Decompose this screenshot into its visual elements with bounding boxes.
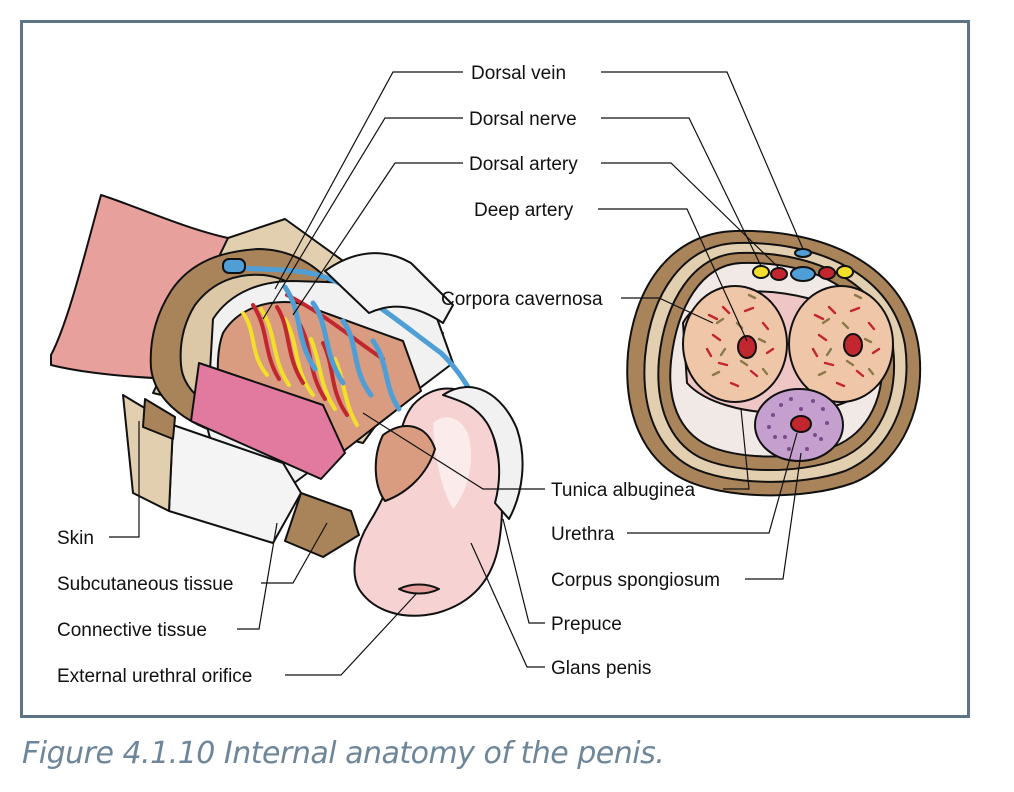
cs-dorsal-artery-right (818, 266, 836, 280)
lead-connective (237, 522, 278, 630)
texture-r1 (811, 305, 881, 388)
lead-dorsal-artery (292, 162, 780, 316)
labels: Dorsal vein Dorsal nerve Dorsal artery D… (57, 63, 720, 687)
lead-glans-penis (470, 542, 545, 668)
glans-ridge (374, 425, 436, 502)
lead-corpus-spongiosum (745, 452, 802, 580)
dot (821, 407, 825, 411)
dot (783, 435, 787, 439)
label-tunica-albuginea: Tunica albuginea (551, 480, 695, 501)
vein-branch-2 (310, 300, 346, 386)
lead-deep-artery (598, 208, 748, 342)
lead-prepuce (502, 518, 545, 624)
prepuce-fold (442, 386, 524, 520)
nerve-1 (241, 311, 269, 377)
label-urethra: Urethra (551, 524, 615, 545)
lead-urethra (627, 432, 798, 534)
lead-dorsal-vein (274, 71, 804, 290)
dot (773, 435, 777, 439)
skin-layer (50, 194, 276, 380)
artery-1 (251, 303, 281, 381)
lead-tunica-albuginea (362, 408, 750, 490)
lead-dorsal-nerve (262, 117, 762, 320)
lead-skin (109, 421, 140, 538)
lead-orifice (285, 592, 418, 676)
label-external-urethral-orifice: External urethral orifice (57, 666, 252, 687)
cs-dorsal-artery-left (770, 267, 788, 281)
longitudinal-cutaway (50, 194, 524, 617)
dot (825, 421, 829, 425)
deep-artery-right (843, 333, 863, 357)
figure-frame: Dorsal vein Dorsal nerve Dorsal artery D… (20, 20, 970, 718)
dot (779, 403, 783, 407)
label-connective-tissue: Connective tissue (57, 620, 207, 641)
cs-urethra (790, 415, 812, 433)
label-skin: Skin (57, 528, 94, 549)
label-dorsal-nerve: Dorsal nerve (469, 109, 577, 130)
deep-artery-left (737, 335, 757, 359)
lead-corpora-cavernosa (621, 297, 714, 324)
dot (767, 425, 771, 429)
label-corpora-cavernosa: Corpora cavernosa (441, 289, 603, 310)
nerve-4 (309, 337, 337, 411)
cs-dorsal-nerve-right (836, 265, 854, 279)
vein-branch-3 (340, 318, 374, 398)
connective-flap (142, 398, 176, 440)
cs-dorsal-vein-top (794, 248, 812, 258)
vein-branch-4 (370, 338, 402, 412)
dot (819, 437, 823, 441)
dorsal-vein-end (222, 258, 246, 274)
leader-lines (109, 71, 804, 676)
label-dorsal-vein: Dorsal vein (471, 63, 566, 84)
figure-caption: Figure 4.1.10 Internal anatomy of the pe… (22, 736, 665, 771)
dot (799, 407, 803, 411)
label-dorsal-artery: Dorsal artery (469, 154, 578, 175)
artery-4 (321, 341, 349, 417)
label-subcutaneous-tissue: Subcutaneous tissue (57, 574, 233, 595)
vein-branch-1 (282, 284, 318, 372)
dot (771, 413, 775, 417)
artery-2 (275, 305, 305, 385)
texture-l1 (705, 305, 775, 388)
label-glans-penis: Glans penis (551, 658, 651, 679)
label-prepuce: Prepuce (551, 614, 622, 635)
artery-5 (285, 293, 385, 361)
lower-brown-band (284, 492, 360, 558)
texture-r2 (817, 293, 875, 377)
cross-section (626, 229, 922, 497)
spongiosum-dots (767, 397, 829, 451)
dot (789, 397, 793, 401)
lead-subcutaneous (261, 522, 328, 584)
cs-dorsal-vein-center (790, 266, 816, 282)
urethral-orifice-mark (398, 583, 440, 595)
nerve-5 (333, 357, 359, 427)
cs-dorsal-nerve-left (752, 265, 770, 279)
cavernous-texture (705, 293, 881, 388)
dot (813, 433, 817, 437)
skin-flap-top (324, 252, 454, 324)
urethra-channel (190, 362, 346, 480)
penis-anatomy-diagram: Dorsal vein Dorsal nerve Dorsal artery D… (50, 63, 922, 687)
label-deep-artery: Deep artery (474, 200, 574, 221)
dot (811, 399, 815, 403)
glans-highlight (433, 417, 472, 509)
label-corpus-spongiosum: Corpus spongiosum (551, 570, 720, 591)
arteries (251, 293, 385, 417)
dot (787, 447, 791, 451)
nerve-3 (283, 317, 315, 397)
dot (805, 447, 809, 451)
